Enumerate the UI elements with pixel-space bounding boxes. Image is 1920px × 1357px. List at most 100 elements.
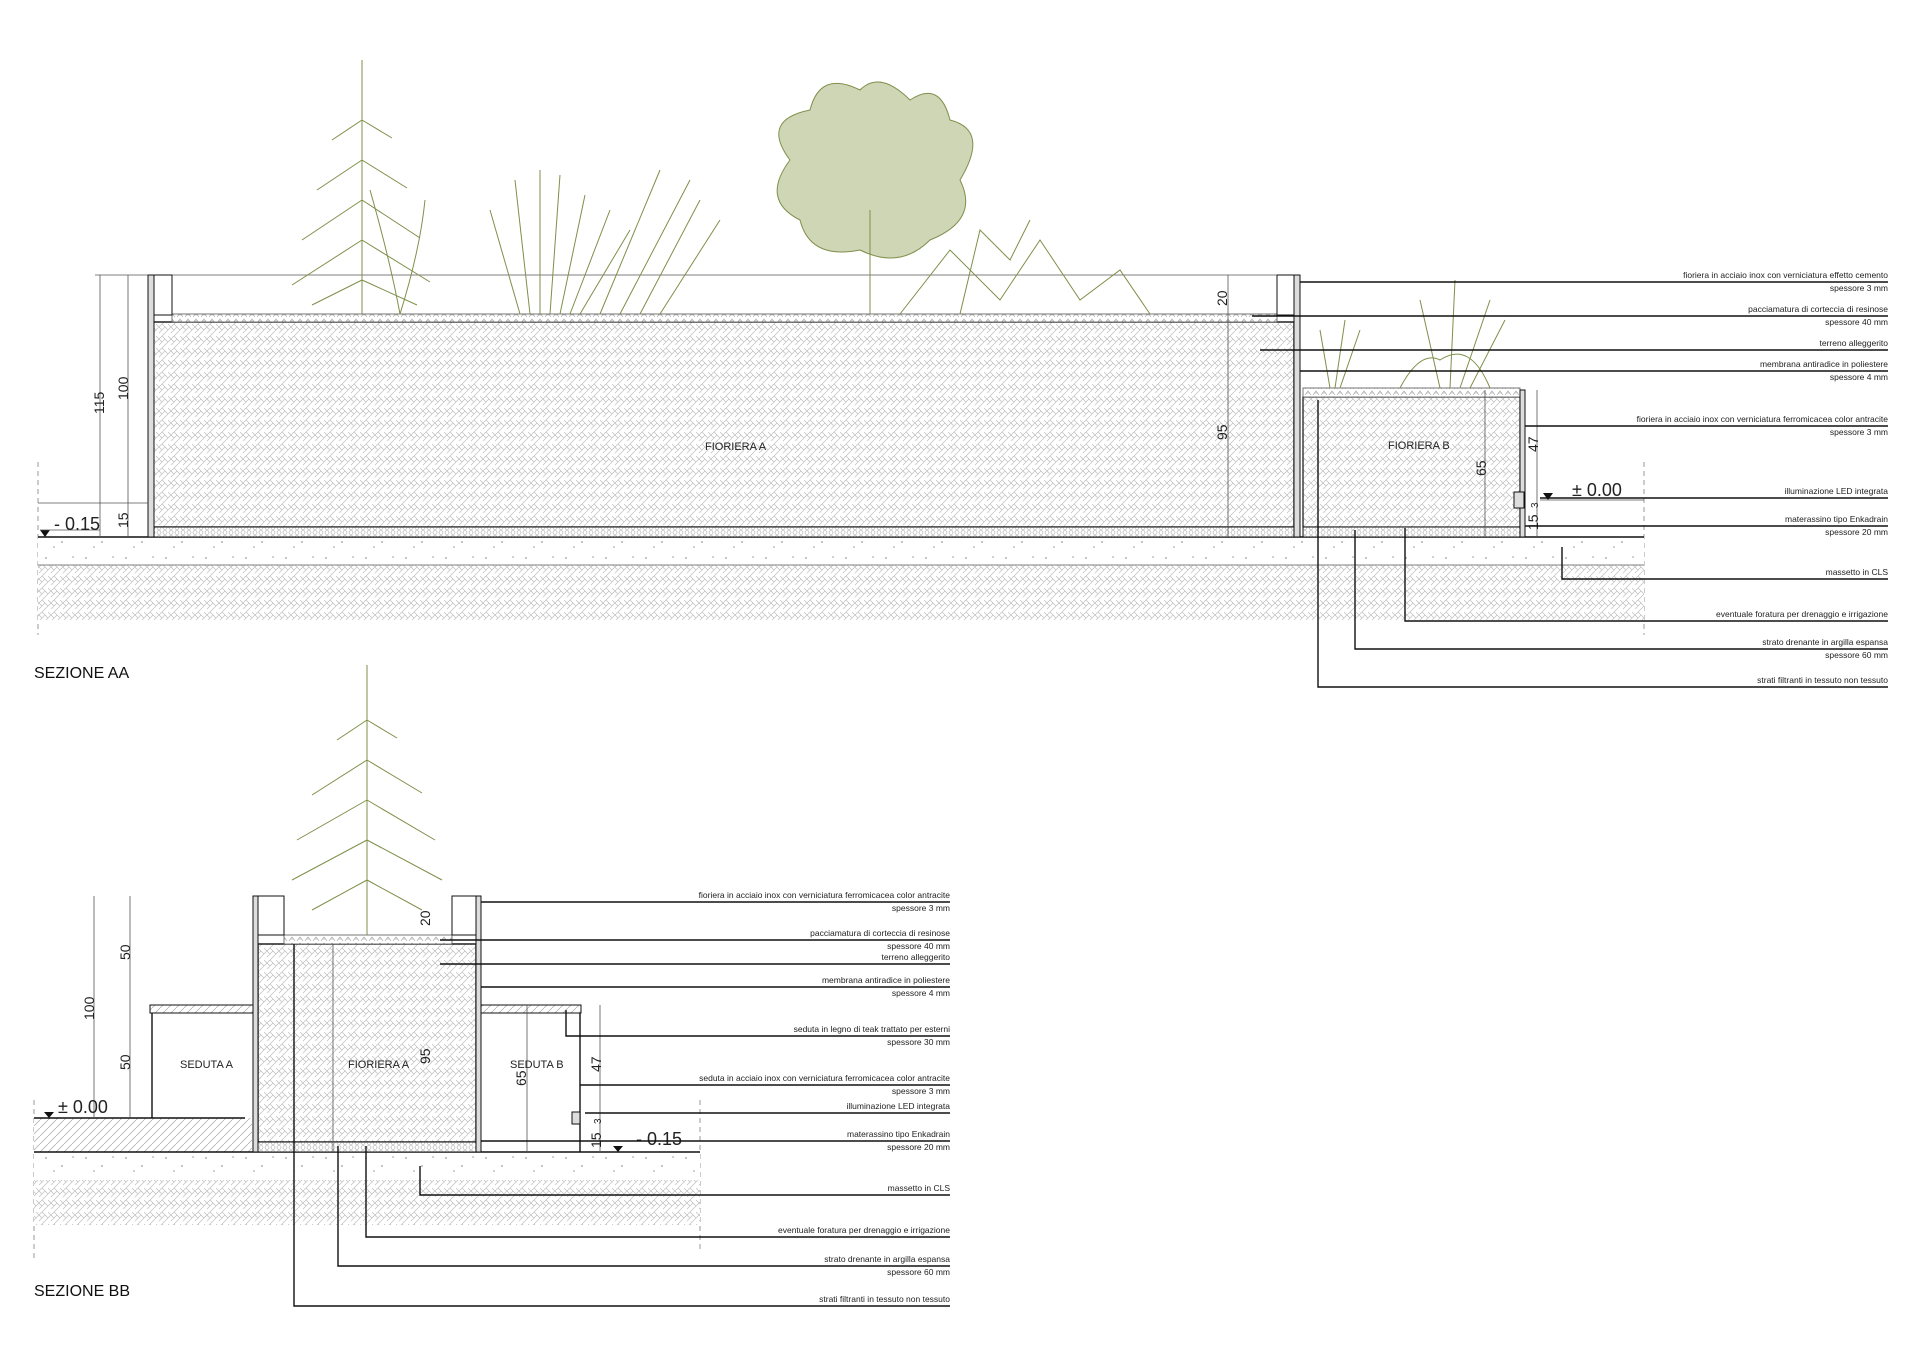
annotation-label: strati filtranti in tessuto non tessuto (819, 1294, 950, 1304)
planter-bb-rim-left (257, 895, 285, 936)
planter-a-mulch (171, 313, 1278, 323)
level-marker-icon (44, 1112, 54, 1118)
annotation-sub: spessore 40 mm (1825, 317, 1888, 327)
planter-a-soil (151, 321, 1295, 528)
led-fixture (571, 1111, 581, 1125)
annotation-label: fioriera in acciaio inox con verniciatur… (699, 890, 951, 900)
seat-a-label: SEDUTA A (180, 1059, 234, 1071)
annotation-sub: spessore 60 mm (887, 1267, 950, 1277)
annotation-sub: spessore 4 mm (892, 988, 950, 998)
level-zero: ± 0.00 (1572, 480, 1622, 500)
annotation-label: fioriera in acciaio inox con verniciatur… (1683, 270, 1888, 280)
planter-a-drain-layer (151, 526, 1295, 538)
concrete-screed (34, 1152, 700, 1180)
dim-20: 20 (1214, 290, 1230, 306)
ground-soil (34, 1180, 700, 1225)
dim-95: 95 (1214, 424, 1230, 440)
seat-b-label: SEDUTA B (510, 1059, 564, 1071)
annotation-sub: spessore 3 mm (892, 903, 950, 913)
planter-a-rim-left (153, 274, 173, 316)
planter-bb-drain (257, 1141, 477, 1153)
section-bb-title: SEZIONE BB (34, 1283, 130, 1300)
annotation-label: materassino tipo Enkadrain (1785, 514, 1888, 524)
annotation-sub: spessore 4 mm (1830, 372, 1888, 382)
section-aa-title: SEZIONE AA (34, 665, 129, 682)
planter-bb-wall-left (252, 895, 259, 1153)
annotation-label: seduta in legno di teak trattato per est… (794, 1024, 951, 1034)
planter-b-label: FIORIERA B (1388, 440, 1450, 452)
leader-line (337, 1146, 950, 1267)
planter-b-drain-layer (1302, 526, 1521, 538)
leader-lines-bb (293, 901, 950, 1307)
plant-bb (291, 665, 443, 935)
leader-line (1354, 530, 1888, 650)
annotation-sub: spessore 3 mm (892, 1086, 950, 1096)
annotation-label: strato drenante in argilla espansa (824, 1254, 950, 1264)
annotation-list-bb: fioriera in acciaio inox con verniciatur… (699, 890, 951, 1304)
dim-15: 15 (588, 1132, 604, 1148)
dim-20: 20 (417, 910, 433, 926)
level-marker-icon (613, 1146, 623, 1152)
seat-a-top (149, 1004, 254, 1014)
leader-line (419, 1166, 950, 1196)
concrete-screed (38, 537, 1644, 565)
annotation-sub: spessore 30 mm (887, 1037, 950, 1047)
leader-line (565, 1010, 950, 1037)
annotation-label: fioriera in acciaio inox con verniciatur… (1637, 414, 1889, 424)
planter-b-wall (1519, 389, 1526, 538)
leader-line (1561, 547, 1888, 580)
level-zero: ± 0.00 (58, 1097, 108, 1117)
annotation-label: terreno alleggerito (1819, 338, 1888, 348)
annotation-label: seduta in acciaio inox con verniciatura … (699, 1073, 950, 1083)
dim-47: 47 (1525, 436, 1541, 452)
planter-b-mulch (1302, 387, 1521, 398)
leader-line (1404, 528, 1888, 622)
annotation-sub: spessore 3 mm (1830, 283, 1888, 293)
dim-95: 95 (417, 1048, 433, 1064)
dim-65: 65 (1473, 460, 1489, 476)
annotation-list-aa: fioriera in acciaio inox con verniciatur… (1637, 270, 1889, 685)
annotation-label: materassino tipo Enkadrain (847, 1129, 950, 1139)
annotation-sub: spessore 40 mm (887, 941, 950, 951)
dim-100: 100 (81, 996, 97, 1020)
annotation-label: massetto in CLS (1826, 567, 1889, 577)
level-low: - 0.15 (54, 514, 100, 534)
leader-line (293, 944, 950, 1307)
annotation-label: illuminazione LED integrata (1785, 486, 1889, 496)
planter-a-label: FIORIERA A (705, 441, 767, 453)
leader-line (365, 1146, 950, 1238)
section-aa: FIORIERA A FIORIERA B 115 100 15 20 95 6… (34, 60, 1889, 688)
annotation-label: pacciamatura di corteccia di resinose (1748, 304, 1888, 314)
planter-bb-rim-right (451, 895, 477, 936)
plants-aa (291, 60, 1506, 389)
planter-bb-soil (257, 943, 477, 1143)
annotation-label: illuminazione LED integrata (847, 1101, 951, 1111)
led-fixture (1513, 491, 1525, 509)
dim-15: 15 (115, 512, 131, 528)
annotation-label: membrana antiradice in poliestere (1760, 359, 1888, 369)
planter-bb-mulch (283, 934, 453, 945)
annotation-sub: spessore 20 mm (1825, 527, 1888, 537)
dim-3: 3 (593, 1118, 604, 1124)
annotation-label: pacciamatura di corteccia di resinose (810, 928, 950, 938)
planter-a-wall-left (147, 274, 155, 538)
level-marker-icon (1543, 493, 1553, 500)
planter-a-rim-right (1276, 274, 1295, 316)
annotation-label: strati filtranti in tessuto non tessuto (1757, 675, 1888, 685)
dim-50-upper: 50 (117, 944, 133, 960)
pavement-raised (34, 1118, 252, 1152)
planter-a-wall-right (1293, 274, 1301, 538)
planter-bb-label: FIORIERA A (348, 1059, 410, 1071)
dim-15b: 15 (1525, 514, 1541, 530)
annotation-label: massetto in CLS (888, 1183, 951, 1193)
annotation-sub: spessore 60 mm (1825, 650, 1888, 660)
seat-b-top (480, 1004, 582, 1014)
leader-lines-aa (1252, 281, 1888, 688)
dim-65: 65 (513, 1070, 529, 1086)
section-bb: FIORIERA A SEDUTA A SEDUTA B 100 50 50 2… (33, 665, 951, 1307)
annotation-label: eventuale foratura per drenaggio e irrig… (778, 1225, 950, 1235)
annotation-sub: spessore 3 mm (1830, 427, 1888, 437)
annotation-sub: spessore 20 mm (887, 1142, 950, 1152)
planter-bb-wall-right (475, 895, 482, 1153)
